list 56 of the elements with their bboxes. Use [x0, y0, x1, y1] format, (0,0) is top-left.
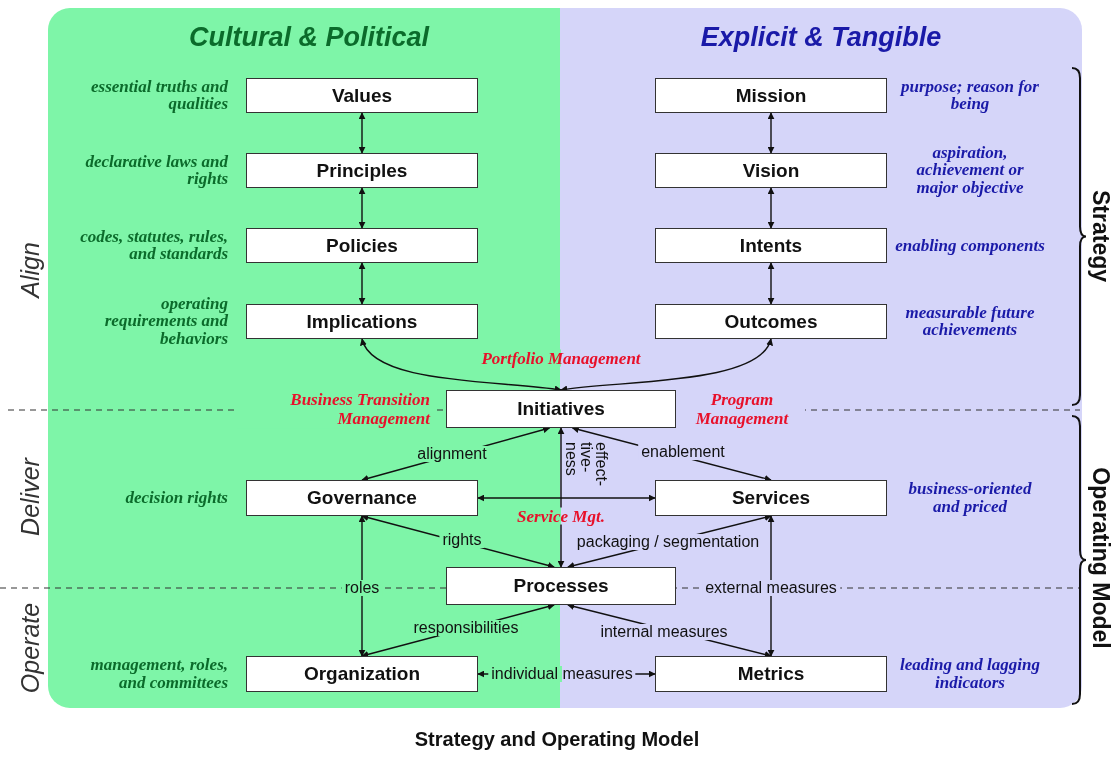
section-label: Align	[15, 242, 45, 298]
panel-heading: Explicit & Tangible	[700, 22, 942, 53]
edge-label: effect- tive- ness	[563, 442, 609, 488]
process-box: Vision	[655, 153, 887, 188]
process-box: Organization	[246, 656, 478, 692]
process-box: Metrics	[655, 656, 887, 692]
section-label: Operating Model	[1086, 467, 1114, 649]
annotation: declarative laws and rights	[84, 152, 228, 189]
process-box: Values	[246, 78, 478, 113]
process-box: Implications	[246, 304, 478, 339]
arrow	[358, 515, 366, 657]
annotation: operating requirements and behaviors	[103, 294, 228, 349]
arrow	[358, 187, 366, 229]
arrow	[767, 187, 775, 229]
section-label: Strategy	[1086, 190, 1114, 282]
edge-label: roles	[341, 580, 383, 596]
annotation: purpose; reason for being	[899, 77, 1040, 114]
annotation: leading and lagging indicators	[899, 656, 1041, 692]
arrow	[767, 515, 775, 657]
annotation: enabling components	[895, 236, 1045, 255]
edge-label: external measures	[702, 580, 840, 596]
arrow	[361, 338, 562, 393]
process-box: Processes	[446, 567, 676, 605]
role-label: Program Management	[679, 391, 805, 429]
annotation: business-oriented and priced	[907, 480, 1033, 516]
arrow	[560, 338, 772, 393]
annotation: decision rights	[124, 489, 228, 507]
edge-label: alignment	[414, 446, 490, 462]
process-box: Intents	[655, 228, 887, 263]
caption: Strategy and Operating Model	[414, 728, 700, 751]
process-box: Services	[655, 480, 887, 516]
annotation: aspiration, achievement or major objective	[915, 143, 1025, 198]
arrow	[767, 262, 775, 305]
role-label: Business Transition Management	[237, 391, 433, 429]
edge-label: Portfolio Management	[478, 349, 644, 367]
arrow	[767, 112, 775, 154]
annotation: measurable future achievements	[904, 303, 1036, 340]
annotation: codes, statutes, rules, and standards	[79, 227, 228, 264]
process-box: Outcomes	[655, 304, 887, 339]
edge-label: rights	[439, 532, 485, 548]
arrow	[358, 112, 366, 154]
process-box: Governance	[246, 480, 478, 516]
edge-label: individual measures	[488, 666, 636, 682]
section-label: Deliver	[15, 458, 45, 536]
section-label: Operate	[15, 602, 45, 694]
process-box: Principles	[246, 153, 478, 188]
annotation: essential truths and qualities	[90, 77, 228, 114]
process-box: Mission	[655, 78, 887, 113]
process-box: Policies	[246, 228, 478, 263]
arrow	[358, 262, 366, 305]
process-box: Initiatives	[446, 390, 676, 428]
panel-heading: Cultural & Political	[188, 22, 429, 53]
arrow	[557, 427, 565, 568]
annotation: management, roles, and committees	[89, 656, 228, 692]
edge-label: enablement	[638, 444, 728, 460]
arrow	[477, 494, 656, 502]
